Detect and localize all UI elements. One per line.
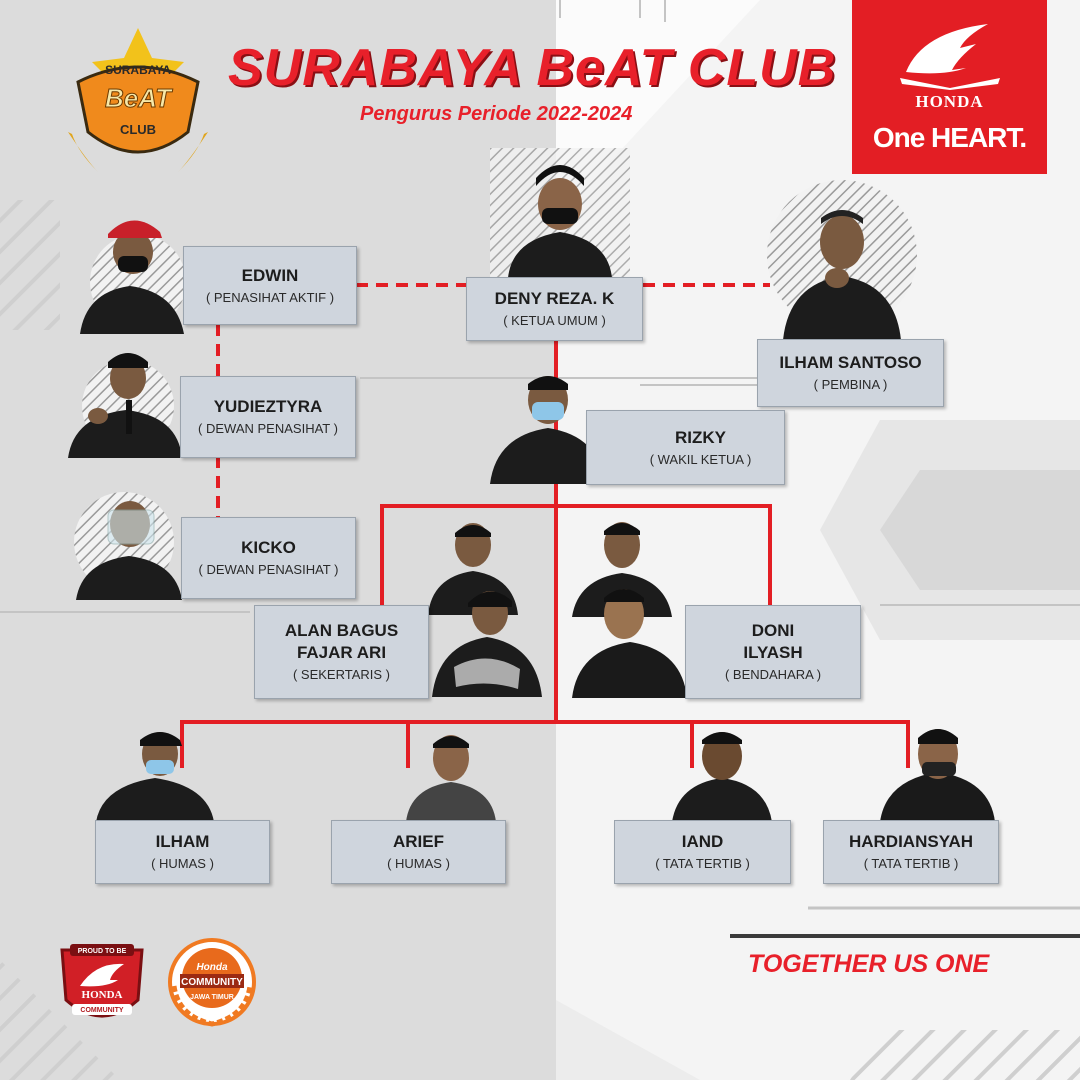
badge1-brand-text: HONDA: [82, 989, 123, 1001]
member-role: ( DEWAN PENASIHAT ): [198, 562, 339, 577]
member-name-2: ILYASH: [743, 643, 803, 662]
member-name: HARDIANSYAH: [848, 832, 974, 851]
member-name: EDWIN: [241, 265, 299, 285]
card-yudieztyra: YUDIEZTYRA ( DEWAN PENASIHAT ): [180, 376, 356, 458]
logo-top-text: SURABAYA: [105, 63, 171, 77]
member-role: ( KETUA UMUM ): [503, 313, 606, 328]
badge2-mid-text: COMMUNITY: [181, 977, 243, 988]
honda-community-jatim-badge: Honda COMMUNITY JAWA TIMUR: [168, 938, 256, 1027]
page-subtitle: Pengurus Periode 2022-2024: [360, 103, 633, 125]
member-role: ( PENASIHAT AKTIF ): [205, 289, 335, 305]
member-name: ILHAM: [155, 832, 210, 851]
member-role: ( BENDAHARA ): [724, 667, 822, 682]
ilham-photo: [96, 732, 214, 822]
card-arief: ARIEF ( HUMAS ): [331, 820, 506, 884]
member-name: IAND: [681, 832, 724, 851]
card-bendahara: DONI ILYASH ( BENDAHARA ): [685, 605, 861, 699]
page-title: SURABAYA BeAT CLUB: [228, 39, 837, 97]
fajar-ari-photo: [432, 591, 542, 697]
honda-brand-text: HONDA: [915, 92, 984, 111]
member-name: ILHAM SANTOSO: [779, 353, 922, 372]
member-name: DENY REZA. K: [494, 289, 615, 308]
honda-wing-icon: [900, 24, 1000, 90]
honda-brand-box: HONDA One HEART.: [852, 0, 1047, 174]
ilham-santoso-photo: [767, 180, 917, 340]
member-name: YUDIEZTYRA: [213, 397, 323, 416]
badge2-bottom-text: JAWA TIMUR: [190, 994, 234, 1001]
hardiansyah-photo: [880, 729, 995, 822]
logo-bottom-text: CLUB: [120, 122, 156, 137]
member-role: ( WAKIL KETUA ): [649, 451, 752, 467]
honda-slogan: One HEART.: [872, 122, 1027, 153]
member-role: ( SEKERTARIS ): [292, 667, 391, 682]
member-role: ( TATA TERTIB ): [655, 856, 750, 871]
member-name: ARIEF: [393, 832, 444, 851]
ilyash-photo: [572, 589, 687, 698]
card-rizky: RIZKY ( WAKIL KETUA ): [586, 410, 785, 485]
member-name-1: DONI: [751, 621, 795, 640]
card-iand: IAND ( TATA TERTIB ): [614, 820, 791, 884]
member-name: KICKO: [241, 538, 296, 557]
member-role: ( PEMBINA ): [813, 377, 888, 392]
member-role: ( HUMAS ): [151, 856, 214, 871]
card-hardiansyah: HARDIANSYAH ( TATA TERTIB ): [823, 820, 999, 884]
badge2-top-text: Honda: [196, 962, 228, 973]
member-name: RIZKY: [675, 427, 726, 447]
rizky-photo: [490, 376, 604, 484]
tagline: TOGETHER US ONE: [748, 950, 990, 978]
card-sekertaris: ALAN BAGUS FAJAR ARI ( SEKERTARIS ): [254, 605, 429, 699]
badge1-bottom-text: COMMUNITY: [80, 1007, 123, 1014]
card-edwin: EDWIN ( PENASIHAT AKTIF ): [183, 246, 357, 325]
card-deny: DENY REZA. K ( KETUA UMUM ): [466, 277, 643, 341]
honda-community-badge: PROUD TO BE HONDA COMMUNITY: [60, 944, 144, 1018]
card-ilham: ILHAM ( HUMAS ): [95, 820, 270, 884]
badge1-top-text: PROUD TO BE: [78, 948, 127, 955]
card-ilham-santoso: ILHAM SANTOSO ( PEMBINA ): [757, 339, 944, 407]
club-logo: SURABAYA BeAT CLUB: [68, 28, 208, 172]
kicko-photo: [74, 492, 182, 600]
member-role: ( TATA TERTIB ): [863, 856, 959, 871]
member-role: ( HUMAS ): [387, 856, 450, 871]
member-role: ( DEWAN PENASIHAT ): [198, 421, 338, 436]
member-name-1: ALAN BAGUS: [284, 621, 399, 640]
logo-center-text: BeAT: [105, 83, 173, 113]
card-kicko: KICKO ( DEWAN PENASIHAT ): [181, 517, 356, 599]
yudieztyra-photo: [68, 353, 182, 458]
member-name-2: FAJAR ARI: [296, 643, 387, 662]
iand-photo: [672, 732, 772, 822]
edwin-photo: [80, 220, 186, 334]
arief-photo: [406, 735, 496, 822]
deny-photo: [490, 148, 630, 278]
